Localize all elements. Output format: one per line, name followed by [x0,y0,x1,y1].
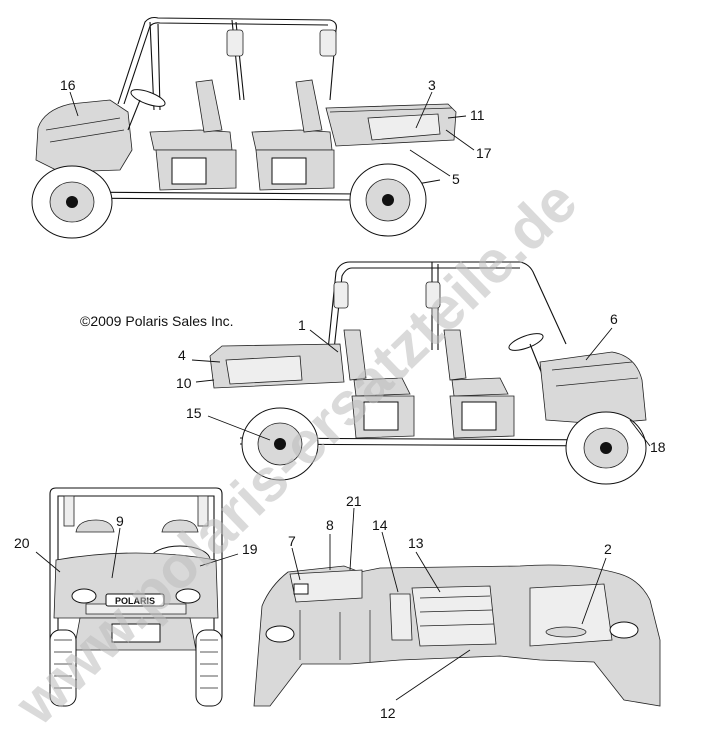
copyright-notice: ©2009 Polaris Sales Inc. [80,313,234,329]
vehicle-side-view-left [31,16,457,239]
callout-19: 19 [242,541,258,557]
callout-8: 8 [326,517,334,533]
callout-12: 12 [380,705,396,721]
callout-2: 2 [604,541,612,557]
dashboard-panel [253,564,661,707]
callout-9: 9 [116,513,124,529]
vehicle-side-view-right [209,261,647,485]
callout-21: 21 [346,493,362,509]
callout-labels: 16 3 11 17 5 1 6 4 10 15 18 9 20 19 8 21… [14,77,666,721]
callout-11: 11 [470,107,485,123]
callout-1: 1 [298,317,306,333]
callout-4: 4 [178,347,186,363]
callout-3: 3 [428,77,436,93]
callout-10: 10 [176,375,192,391]
front-wheel-2 [565,411,647,485]
vehicle-front-view: POLARIS [49,487,223,707]
callout-16: 16 [60,77,76,93]
rear-wheel [349,163,427,237]
grille-badge-text: POLARIS [115,596,155,606]
callout-6: 6 [610,311,618,327]
callout-7: 7 [288,533,296,549]
rear-wheel-2 [241,407,319,481]
leader-lines [35,91,651,701]
callout-13: 13 [408,535,424,551]
callout-5: 5 [452,171,460,187]
callout-14: 14 [372,517,388,533]
callout-15: 15 [186,405,202,421]
callout-17: 17 [476,145,492,161]
callout-20: 20 [14,535,30,551]
callout-18: 18 [650,439,666,455]
front-wheel [31,165,113,239]
